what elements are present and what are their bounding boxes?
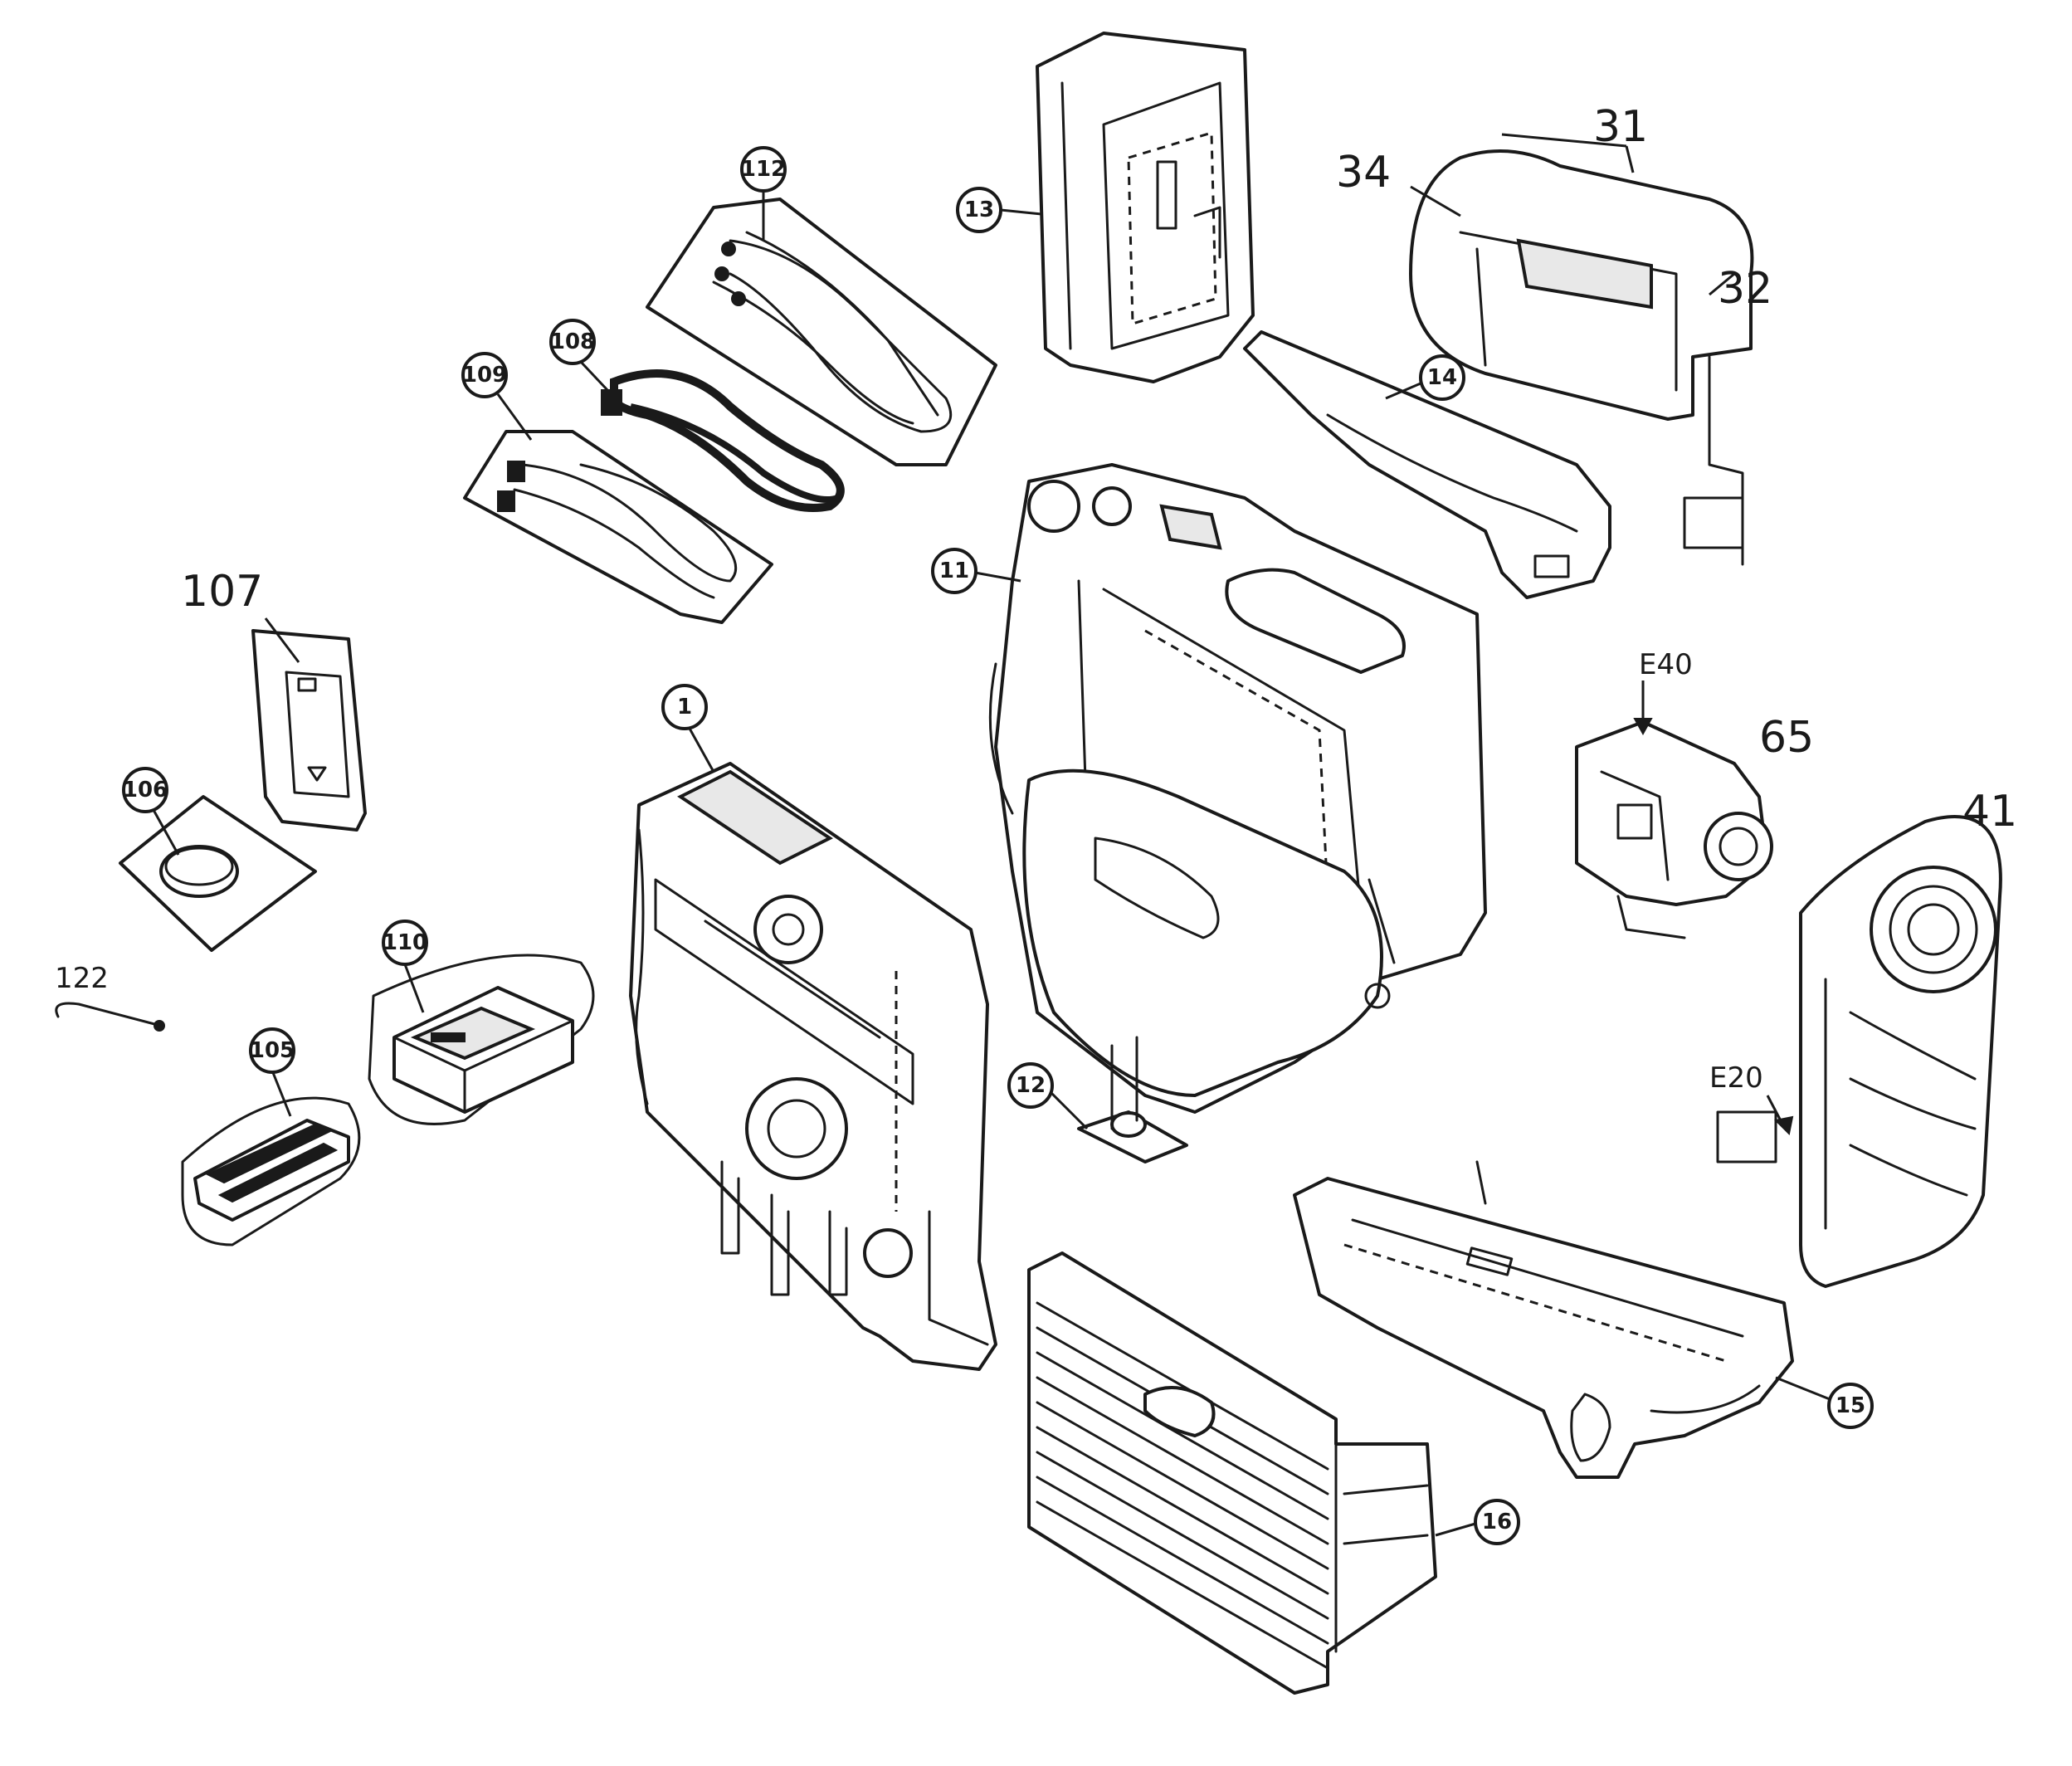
label-107: 107 (181, 567, 300, 663)
callout-105-label: 105 (250, 1038, 295, 1063)
callout-1: 1 (661, 684, 715, 773)
label-31-text: 31 (1593, 102, 1648, 152)
callout-13-label: 13 (964, 198, 994, 222)
callout-11-label: 11 (939, 559, 969, 583)
callout-11: 11 (931, 548, 1021, 594)
label-41-text: 41 (1962, 787, 2017, 837)
label-e40-text: E40 (1639, 648, 1693, 681)
label-34-text: 34 (1336, 148, 1391, 198)
callout-14: 14 (1385, 354, 1465, 401)
part-65-lens-block (1575, 720, 1773, 939)
part-106-coin-cell (119, 795, 317, 952)
label-34: 34 (1336, 148, 1461, 217)
part-13-side-panel (1036, 32, 1255, 383)
callout-15-label: 15 (1836, 1393, 1865, 1418)
part-14-top-strip (1243, 330, 1611, 599)
callout-106: 106 (122, 767, 180, 856)
callout-13: 13 (956, 187, 1042, 233)
part-41-front-cover (1716, 815, 2002, 1288)
label-e40: E40 (1633, 648, 1693, 736)
callout-112-label: 112 (741, 157, 786, 182)
part-107-battery (251, 629, 367, 832)
callout-16: 16 (1435, 1499, 1520, 1545)
label-122-text: 122 (55, 962, 109, 995)
label-65-text: 65 (1759, 713, 1814, 763)
label-31: 31 (1501, 102, 1648, 173)
callout-12-label: 12 (1016, 1073, 1046, 1098)
part-109-cable-pack (463, 430, 773, 624)
callout-105: 105 (249, 1027, 295, 1117)
callout-15: 15 (1775, 1376, 1874, 1429)
callout-109-label: 109 (462, 363, 507, 388)
callout-1-label: 1 (677, 695, 692, 720)
part-112-cable-pack (646, 198, 997, 466)
callout-106-label: 106 (123, 778, 168, 803)
label-e20: E20 (1709, 1061, 1794, 1136)
part-12-bracket (1077, 1036, 1188, 1164)
part-122-strap: 122 (55, 962, 165, 1032)
part-16-cassette-door (1027, 1251, 1437, 1695)
callout-14-label: 14 (1427, 365, 1457, 390)
label-107-text: 107 (181, 567, 263, 617)
label-65: 65 (1759, 713, 1814, 763)
callout-110-label: 110 (383, 930, 427, 955)
part-15-side-cover (1293, 1160, 1794, 1479)
part-11-main-body (988, 463, 1487, 1114)
callout-112: 112 (740, 146, 787, 241)
callout-109: 109 (461, 352, 533, 441)
callout-108: 108 (549, 319, 609, 392)
part-31-viewfinder (1409, 149, 1754, 566)
callout-16-label: 16 (1482, 1510, 1512, 1534)
callout-110: 110 (382, 920, 428, 1013)
part-108-cable (601, 369, 845, 512)
part-105-cassette (181, 1096, 361, 1246)
callout-108-label: 108 (550, 329, 595, 354)
part-110-charger (368, 954, 595, 1125)
callout-12: 12 (1007, 1062, 1089, 1130)
label-41: 41 (1962, 787, 2017, 837)
part-1-mechanism (629, 762, 997, 1371)
label-32: 32 (1709, 264, 1772, 314)
label-32-text: 32 (1718, 264, 1772, 314)
label-e20-text: E20 (1709, 1061, 1763, 1095)
